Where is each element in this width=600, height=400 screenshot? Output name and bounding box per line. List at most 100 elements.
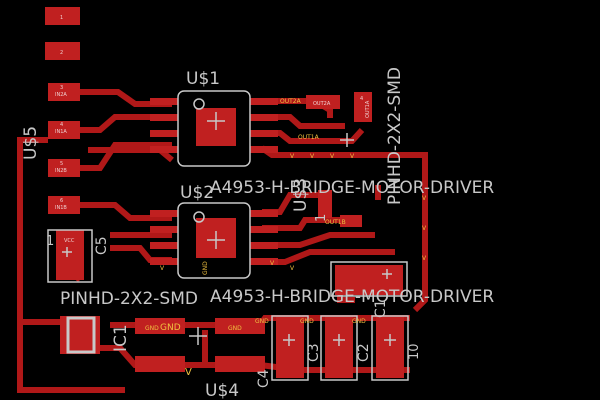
pad-label-in1a: IN1A <box>55 129 67 135</box>
net-v-8: V <box>270 260 275 267</box>
net-gnd-5: GND <box>352 318 366 325</box>
silk-labels: U$1 U$2 A4953-H-BRIDGE-MOTOR-DRIVER A495… <box>21 67 494 400</box>
net-gnd-1: GND <box>145 325 159 332</box>
pad-label-2: 2 <box>60 50 63 56</box>
gnd-pad-b <box>215 318 265 334</box>
c5-name: C5 <box>94 236 110 255</box>
net-v-1: V <box>290 153 295 160</box>
header-pad-in1b <box>48 196 80 214</box>
u5-name: U$5 <box>21 126 41 160</box>
c5-pin1: 1 <box>46 234 54 249</box>
u1-value: A4953-H-BRIDGE-MOTOR-DRIVER <box>210 178 494 198</box>
net-v-6: V <box>422 225 427 232</box>
out1a-pad <box>354 92 372 122</box>
net-labels: OUT2A OUT1A OUT1B V V V V V V V V V V GN… <box>145 98 427 378</box>
trace-in1a <box>80 114 172 133</box>
header-pad-in2a <box>48 83 80 101</box>
net-v-4: V <box>350 153 355 160</box>
c1-name: C1 <box>373 299 389 318</box>
net-gnd-4: GND <box>300 318 314 325</box>
c4-pad <box>276 316 304 378</box>
u1-pin-l2 <box>150 114 178 121</box>
u2-name: U$2 <box>180 183 214 203</box>
origin-crosshairs <box>62 112 396 346</box>
header-pad-in2b <box>48 159 80 177</box>
c2-name: C2 <box>356 343 372 362</box>
u1-pin-r1 <box>250 98 278 105</box>
trace-left-bottom <box>17 322 125 393</box>
net-v-7: V <box>422 255 427 262</box>
u3-pad-a <box>318 190 332 218</box>
net-gnd-2: GND <box>228 325 242 332</box>
u1-pin-r4 <box>250 146 278 153</box>
u2-pin-l2 <box>150 226 178 233</box>
c5-pad <box>56 230 84 280</box>
pad-label-in2b: IN2B <box>55 168 67 174</box>
u2-pin1-marker <box>193 211 205 223</box>
trace-in1b <box>80 202 172 221</box>
u2-pin-r4 <box>250 258 278 265</box>
u1-pin-r2 <box>250 114 278 121</box>
net-out1b: OUT1B <box>325 219 346 226</box>
u4-name: U$4 <box>205 381 239 400</box>
u2-pin-r1 <box>250 210 278 217</box>
pad-num-3: 3 <box>60 85 63 91</box>
pad-label-1: 1 <box>60 15 63 21</box>
c3-pad <box>325 316 353 378</box>
pad-label-out2a: OUT2A <box>313 101 331 107</box>
net-gnd-vert: GND <box>202 261 209 275</box>
c4-name: C4 <box>256 369 272 388</box>
u1-pin-r3 <box>250 130 278 137</box>
u5-value: PINHD-2X2-SMD <box>60 289 198 309</box>
pad-num-4: 4 <box>60 122 63 128</box>
net-gnd-3: GND <box>255 318 269 325</box>
ic1-name: IC1 <box>111 324 131 352</box>
u3-pin1: 1 <box>314 214 329 222</box>
net-out1a: OUT1A <box>298 134 320 141</box>
header-pad-1 <box>45 7 80 25</box>
c3-outline <box>320 315 358 381</box>
net-v-9: V <box>290 265 295 272</box>
u2-pin-l1 <box>150 210 178 217</box>
u1-pin-l4 <box>150 146 178 153</box>
out2a-pad <box>306 95 340 109</box>
gnd-pad-a <box>135 318 185 334</box>
trace-in2b <box>80 142 172 171</box>
u2-pin-r3 <box>250 242 278 249</box>
header-pad-2 <box>45 42 80 60</box>
pads <box>45 7 404 378</box>
net-v-3: V <box>330 153 335 160</box>
net-gnd-big: GND <box>160 323 181 333</box>
u3-value: PINHD-2X2-SMD <box>385 67 405 205</box>
pad-label-in2a: IN2A <box>55 92 67 98</box>
u2-pin-l4 <box>150 258 178 265</box>
c2-pad <box>376 316 404 378</box>
u1-name: U$1 <box>186 69 220 89</box>
net-out2a: OUT2A <box>280 98 302 105</box>
pin-10: 10 <box>407 343 422 360</box>
c4-outline <box>271 315 309 381</box>
c2-outline <box>371 315 409 381</box>
c5-outline <box>47 229 93 283</box>
silkscreen <box>47 90 409 381</box>
u2-pin-l3 <box>150 242 178 249</box>
net-v-bottom: V <box>185 367 192 378</box>
pad-label-out1a: OUT1A <box>365 100 371 118</box>
trace-v-right <box>395 152 428 313</box>
u2-value: A4953-H-BRIDGE-MOTOR-DRIVER <box>210 287 494 307</box>
pad-num-6: 6 <box>60 198 63 204</box>
u1-outline <box>177 90 251 167</box>
net-v-2: V <box>310 153 315 160</box>
u1-pin-l1 <box>150 98 178 105</box>
header-pad-in1a <box>48 121 80 139</box>
u4-pad-a <box>135 356 185 372</box>
trace-u2-r3 <box>262 232 375 248</box>
pad-num-5: 5 <box>60 161 63 167</box>
u4-pad-b <box>215 356 265 372</box>
u3-pad-b <box>340 215 362 227</box>
pad-num-out-4: 4 <box>360 96 363 102</box>
u3-name: U$3 <box>291 178 311 212</box>
net-v-5: V <box>422 195 427 202</box>
net-v-10: V <box>160 265 165 272</box>
